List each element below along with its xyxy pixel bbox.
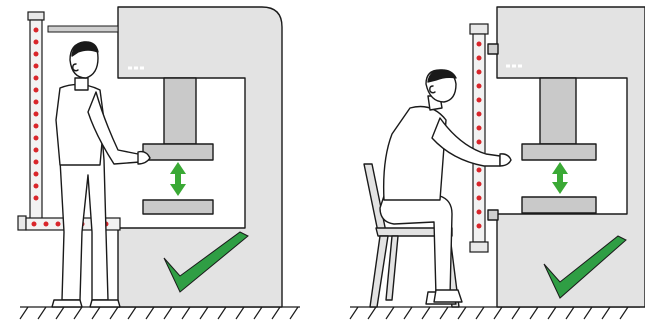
floor-left — [19, 306, 300, 320]
operator-standing — [51, 41, 151, 308]
motion-arrow-icon-left — [170, 162, 186, 196]
floor-right — [349, 306, 640, 320]
motion-arrow-icon-right — [552, 162, 568, 194]
press-machine-right — [487, 6, 645, 308]
operator-seated — [379, 69, 512, 305]
mount-bracket-top — [47, 25, 119, 33]
left-panel — [17, 6, 300, 320]
checkmark-icon-right — [543, 235, 627, 299]
right-panel — [349, 6, 645, 320]
light-curtain-vertical-left — [27, 11, 45, 221]
light-curtain-vertical-right — [469, 23, 489, 253]
checkmark-icon-left — [163, 231, 249, 293]
